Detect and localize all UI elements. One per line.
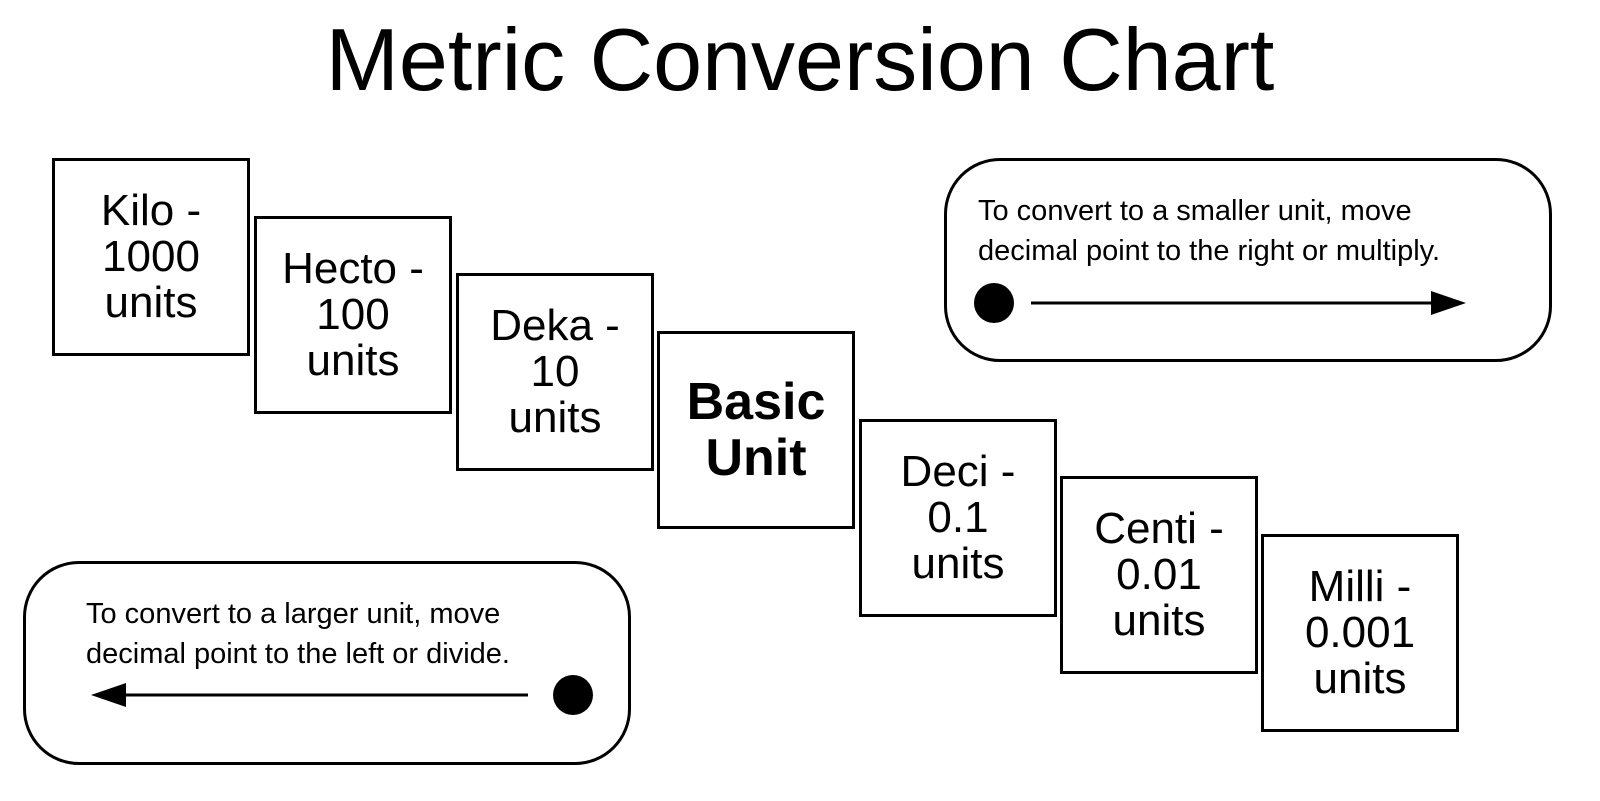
unit-deka-prefix: Deka - [490,301,620,350]
unit-box-kilo: Kilo - 1000 units [52,158,250,356]
unit-milli-value: 0.001 [1304,608,1416,657]
unit-kilo-word: units [104,278,198,327]
right-arrow-icon [974,283,1466,323]
smaller-note-line2: decimal point to the right or multiply. [978,235,1441,267]
page-title: Metric Conversion Chart [325,10,1275,109]
unit-milli-prefix: Milli - [1308,562,1412,611]
unit-deci-word: units [911,539,1005,588]
unit-box-centi: Centi - 0.01 units [1060,476,1258,674]
unit-box-hecto: Hecto - 100 units [254,216,452,414]
unit-centi-value: 0.01 [1116,550,1202,599]
unit-basic-line2: Unit [705,429,807,487]
larger-note-line1: To convert to a larger unit, move [86,598,501,630]
unit-hecto-word: units [306,336,400,385]
unit-deka-word: units [508,393,602,442]
unit-centi-prefix: Centi - [1094,504,1224,553]
left-arrow-icon [91,675,593,715]
unit-deci-prefix: Deci - [900,447,1016,496]
unit-milli-word: units [1313,654,1407,703]
larger-note-line2: decimal point to the left or divide. [86,638,510,670]
unit-kilo-value: 1000 [102,232,200,281]
unit-deka-value: 10 [530,347,580,396]
unit-box-basic: Basic Unit [657,331,855,529]
unit-box-milli: Milli - 0.001 units [1261,534,1459,732]
unit-hecto-value: 100 [316,290,390,339]
unit-box-deka: Deka - 10 units [456,273,654,471]
smaller-note-line1: To convert to a smaller unit, move [978,195,1412,227]
smaller-unit-note: To convert to a smaller unit, move decim… [944,158,1552,362]
unit-hecto-prefix: Hecto - [282,244,424,293]
unit-centi-word: units [1112,596,1206,645]
unit-box-deci: Deci - 0.1 units [859,419,1057,617]
larger-unit-note: To convert to a larger unit, move decima… [23,561,631,765]
unit-deci-value: 0.1 [927,493,989,542]
unit-basic-line1: Basic [686,373,826,431]
unit-kilo-prefix: Kilo - [100,186,202,235]
